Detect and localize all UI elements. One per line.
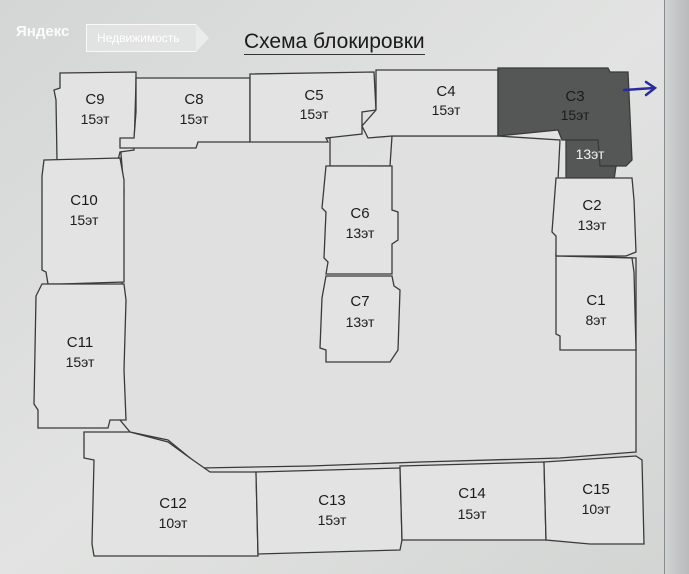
section-c4-name: С4: [436, 83, 455, 100]
section-c3-name: С3: [565, 88, 584, 105]
section-c11: [33, 283, 127, 429]
entrance-arrow: [622, 80, 658, 97]
section-c6-name: С6: [350, 205, 369, 222]
section-c15-name: С15: [582, 481, 610, 498]
section-c4: [361, 69, 499, 139]
realty-tag: Недвижимость: [86, 24, 209, 52]
section-c11-floors: 15эт: [66, 354, 95, 370]
section-c7-name: С7: [350, 293, 369, 310]
section-c14-floors: 15эт: [458, 506, 487, 522]
section-c3-floors: 15эт: [561, 107, 590, 123]
section-c6-floors: 13эт: [346, 225, 375, 241]
page-edge: [664, 0, 689, 574]
section-c12-name: С12: [159, 495, 187, 512]
section-c6: [321, 165, 399, 275]
section-c7: [319, 275, 401, 363]
yandex-logo: Яндекс: [16, 23, 70, 40]
section-c15-floors: 10эт: [582, 501, 611, 517]
section-c9-floors: 15эт: [81, 111, 110, 127]
section-c4-floors: 15эт: [432, 102, 461, 118]
section-c13-name: С13: [318, 492, 346, 509]
section-c1-floors: 8эт: [585, 312, 607, 328]
section-c13: [255, 467, 403, 555]
section-c2: [551, 177, 637, 257]
section-c8-floors: 15эт: [180, 111, 209, 127]
section-c1-name: С1: [586, 292, 605, 309]
section-c12-floors: 10эт: [159, 515, 188, 531]
section-c5: [249, 71, 377, 143]
section-c3-extra-floors: 13эт: [576, 146, 605, 162]
section-c9-name: С9: [85, 91, 104, 108]
section-c7-floors: 13эт: [346, 314, 375, 330]
section-c10-name: С10: [70, 192, 98, 209]
page-title: Схема блокировки: [244, 30, 425, 55]
section-c2-name: С2: [582, 197, 601, 214]
section-c10-floors: 15эт: [70, 212, 99, 228]
section-c2-floors: 13эт: [578, 217, 607, 233]
section-c1: [555, 255, 637, 351]
section-c5-name: С5: [304, 87, 323, 104]
section-c11-name: С11: [67, 334, 93, 351]
section-c13-floors: 15эт: [318, 512, 347, 528]
section-c15: [543, 455, 645, 545]
section-c8-name: С8: [184, 91, 203, 108]
section-c14-name: С14: [458, 485, 486, 502]
section-c5-floors: 15эт: [300, 106, 329, 122]
